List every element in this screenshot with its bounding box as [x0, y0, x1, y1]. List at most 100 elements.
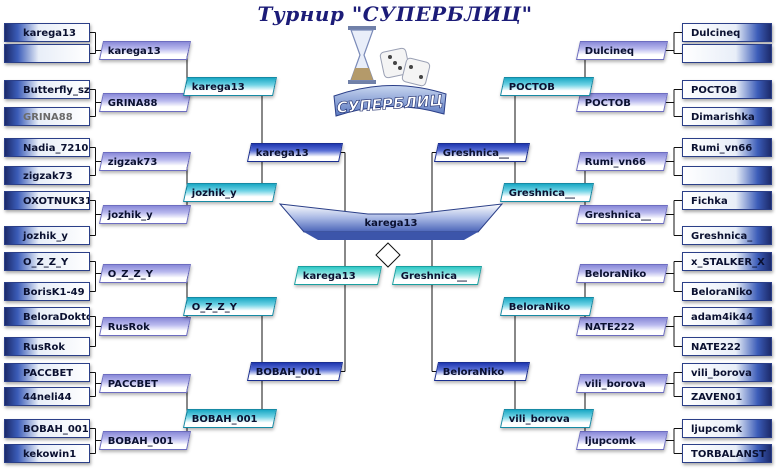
hourglass-dice-logo: СУПЕРБЛИЦ	[333, 26, 447, 117]
left-r4-slot-1[interactable]: karega13	[246, 143, 344, 162]
right-r3-slot-3[interactable]: BeloraNiko	[499, 297, 595, 316]
player-name: OXOTNUK31	[23, 196, 90, 207]
player-name: PACCBET	[107, 379, 158, 390]
left-r1-slot-6[interactable]: zigzak73	[4, 166, 90, 185]
right-r1-slot-15[interactable]: ljupcomk	[682, 419, 772, 438]
right-r1-slot-10[interactable]: BeloraNiko	[682, 282, 772, 301]
left-r3-slot-2[interactable]: jozhik_y	[182, 183, 278, 202]
player-name: Fichka	[691, 196, 728, 207]
left-r1-slot-15[interactable]: BOBAH_001	[4, 419, 90, 438]
right-r1-slot-9[interactable]: x_STALKER_X	[682, 252, 772, 271]
right-r1-slot-5[interactable]: Rumi_vn66	[682, 138, 772, 157]
player-name: ZAVEN01	[691, 392, 743, 403]
player-name: karega13	[191, 82, 245, 93]
right-r1-slot-4[interactable]: Dimarishka	[682, 107, 772, 126]
right-r1-slot-13[interactable]: vili_borova	[682, 363, 772, 382]
right-r1-slot-12[interactable]: NATE222	[682, 337, 772, 356]
player-name: Greshnica__	[584, 210, 652, 221]
left-r1-slot-7[interactable]: OXOTNUK31	[4, 191, 90, 210]
left-r1-slot-8[interactable]: jozhik_y	[4, 226, 90, 245]
player-name: NATE222	[691, 342, 741, 353]
player-name: O_Z_Z_Y	[191, 302, 238, 313]
left-r1-slot-16[interactable]: kekowin1	[4, 444, 90, 463]
right-r2-slot-8[interactable]: ljupcomk	[575, 431, 669, 450]
finalist-left[interactable]: karega13	[293, 266, 383, 285]
left-r2-slot-2[interactable]: GRINA88	[98, 93, 192, 112]
right-r1-slot-2[interactable]	[682, 44, 772, 63]
left-r1-slot-12[interactable]: RusRok	[4, 337, 90, 356]
left-r1-slot-1[interactable]: karega13	[4, 23, 90, 42]
right-r3-slot-4[interactable]: vili_borova	[499, 409, 595, 428]
player-name: O_Z_Z_Y	[23, 257, 69, 268]
player-name: 44neli44	[23, 392, 72, 403]
player-name: karega13	[255, 148, 309, 159]
player-name: Rumi_vn66	[691, 143, 753, 154]
left-r1-slot-3[interactable]: Butterfly_sz	[4, 80, 90, 99]
right-r2-slot-4[interactable]: Greshnica__	[575, 205, 669, 224]
right-r1-slot-14[interactable]: ZAVEN01	[682, 387, 772, 406]
player-name: Dulcineq	[584, 46, 635, 57]
player-name: x_STALKER_X	[691, 257, 765, 268]
player-name: jozhik_y	[191, 188, 237, 199]
left-r2-slot-1[interactable]: karega13	[98, 41, 192, 60]
player-name: kekowin1	[23, 449, 77, 460]
left-r1-slot-2[interactable]	[4, 44, 90, 63]
right-r4-slot-2[interactable]: BeloraNiko	[433, 362, 531, 381]
left-r3-slot-4[interactable]: BOBAH_001	[182, 409, 278, 428]
left-r1-slot-13[interactable]: PACCBET	[4, 363, 90, 382]
left-r4-slot-2[interactable]: BOBAH_001	[246, 362, 344, 381]
player-name: zigzak73	[107, 157, 158, 168]
right-r1-slot-3[interactable]: POCTOB	[682, 80, 772, 99]
player-name: BorisK1-49	[23, 287, 85, 298]
left-r1-slot-5[interactable]: Nadia_7210	[4, 138, 90, 157]
left-r2-slot-5[interactable]: O_Z_Z_Y	[98, 264, 192, 283]
player-name: Dimarishka	[691, 112, 755, 123]
player-name: karega13	[302, 271, 356, 282]
player-name: RusRok	[107, 322, 150, 333]
player-name: Nadia_7210	[23, 143, 89, 154]
right-r3-slot-1[interactable]: POCTOB	[499, 77, 595, 96]
right-r2-slot-1[interactable]: Dulcineq	[575, 41, 669, 60]
player-name: RusRok	[23, 342, 65, 353]
player-name: PACCBET	[23, 368, 74, 379]
player-name: BOBAH_001	[191, 414, 258, 425]
tournament-title: Турнир "СУПЕРБЛИЦ"	[257, 2, 533, 26]
right-r2-slot-5[interactable]: BeloraNiko	[575, 264, 669, 283]
right-r1-slot-6[interactable]	[682, 166, 772, 185]
player-name: vili_borova	[691, 368, 752, 379]
player-name: Greshnica__	[442, 148, 510, 159]
final-connector	[375, 242, 401, 268]
left-r1-slot-14[interactable]: 44neli44	[4, 387, 90, 406]
right-r1-slot-8[interactable]: Greshnica_	[682, 226, 772, 245]
left-r2-slot-7[interactable]: PACCBET	[98, 374, 192, 393]
left-r2-slot-3[interactable]: zigzak73	[98, 152, 192, 171]
left-r1-slot-10[interactable]: BorisK1-49	[4, 282, 90, 301]
left-r2-slot-8[interactable]: BOBAH_001	[98, 431, 192, 450]
left-r2-slot-4[interactable]: jozhik_y	[98, 205, 192, 224]
player-name: NATE222	[584, 322, 635, 333]
finalist-right[interactable]: Greshnica__	[391, 266, 483, 285]
player-name: vili_borova	[584, 379, 646, 390]
player-name: POCTOB	[691, 85, 738, 96]
left-r1-slot-4[interactable]: GRINA88	[4, 107, 90, 126]
player-name: jozhik_y	[107, 210, 153, 221]
player-name: zigzak73	[23, 171, 73, 182]
right-r2-slot-6[interactable]: NATE222	[575, 317, 669, 336]
left-r1-slot-11[interactable]: BeloraDokto	[4, 307, 90, 326]
right-r2-slot-3[interactable]: Rumi_vn66	[575, 152, 669, 171]
right-r3-slot-2[interactable]: Greshnica__	[499, 183, 595, 202]
player-name: karega13	[23, 28, 76, 39]
player-name: GRINA88	[107, 98, 158, 109]
right-r2-slot-7[interactable]: vili_borova	[575, 374, 669, 393]
right-r1-slot-1[interactable]: Dulcineq	[682, 23, 772, 42]
right-r1-slot-16[interactable]: TORBALANST	[682, 444, 772, 463]
left-r2-slot-6[interactable]: RusRok	[98, 317, 192, 336]
player-name: BeloraNiko	[691, 287, 753, 298]
left-r3-slot-3[interactable]: O_Z_Z_Y	[182, 297, 278, 316]
right-r1-slot-7[interactable]: Fichka	[682, 191, 772, 210]
right-r1-slot-11[interactable]: adam4ik44	[682, 307, 772, 326]
left-r3-slot-1[interactable]: karega13	[182, 77, 278, 96]
right-r4-slot-1[interactable]: Greshnica__	[433, 143, 531, 162]
left-r1-slot-9[interactable]: O_Z_Z_Y	[4, 252, 90, 271]
